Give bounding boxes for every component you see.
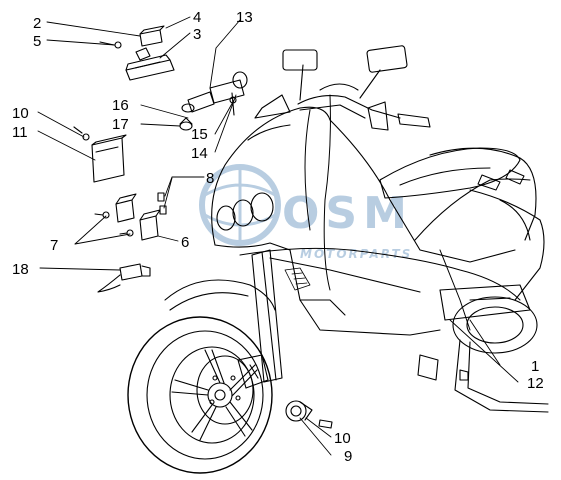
callout-8: 8 — [206, 170, 214, 187]
callout-2: 2 — [33, 15, 41, 32]
callout-14: 14 — [191, 145, 208, 162]
relay-box-icon — [99, 25, 175, 81]
callout-6: 6 — [181, 234, 189, 251]
horn-icon — [285, 400, 313, 422]
callout-11: 11 — [12, 124, 28, 141]
callout-17: 17 — [112, 116, 129, 133]
watermark: OSM MOTORPARTS — [199, 164, 413, 261]
connector-icon — [318, 419, 333, 429]
callout-18: 18 — [12, 261, 29, 278]
callout-15: 15 — [191, 126, 208, 143]
callout-9: 9 — [344, 448, 352, 465]
voltage-regulator-icon — [73, 126, 127, 183]
callout-3: 3 — [193, 26, 201, 43]
callout-7: 7 — [50, 237, 58, 254]
callout-10b: 10 — [334, 430, 351, 447]
callout-5: 5 — [33, 33, 41, 50]
callout-labels: 2 5 4 3 13 10 11 16 17 15 14 8 7 6 18 1 … — [12, 9, 544, 465]
callout-16: 16 — [112, 97, 129, 114]
ignition-coil-icon — [179, 71, 248, 131]
connector-icon — [97, 263, 151, 293]
watermark-subtitle: MOTORPARTS — [300, 247, 412, 261]
watermark-brand: OSM — [282, 188, 413, 239]
scooter-icon — [127, 45, 549, 474]
callout-1: 1 — [531, 358, 539, 375]
wiring-harness-icon — [239, 94, 531, 331]
callout-10a: 10 — [12, 105, 29, 122]
callout-4: 4 — [193, 9, 201, 26]
leader-lines — [37, 16, 519, 456]
callout-12: 12 — [527, 375, 544, 392]
callout-13: 13 — [236, 9, 253, 26]
